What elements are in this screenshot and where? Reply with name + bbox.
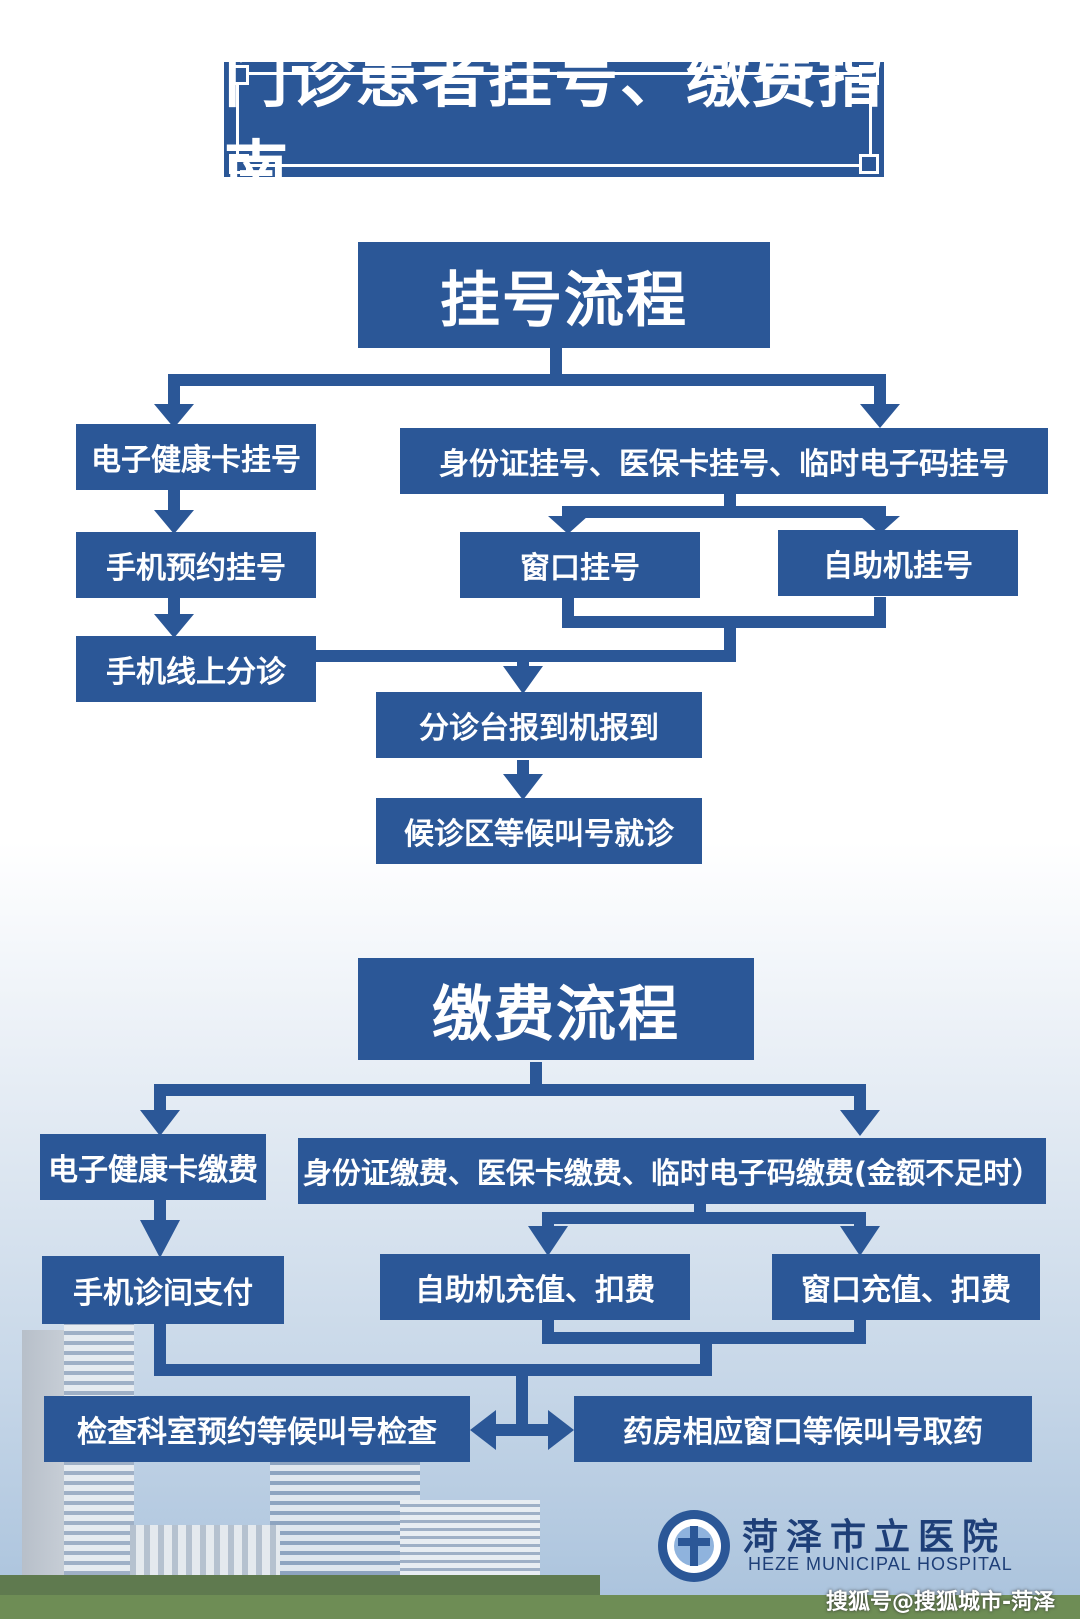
arrow-down-icon xyxy=(154,614,194,638)
arrow-down-icon xyxy=(860,516,900,534)
step-exam-department: 检查科室预约等候叫号检查 xyxy=(44,1396,470,1462)
step-online-triage: 手机线上分诊 xyxy=(76,636,316,702)
step-window-payment: 窗口充值、扣费 xyxy=(772,1254,1040,1320)
step-pharmacy: 药房相应窗口等候叫号取药 xyxy=(574,1396,1032,1462)
arrow-down-icon xyxy=(840,1226,880,1256)
step-ehealth-card-registration: 电子健康卡挂号 xyxy=(76,424,316,490)
step-kiosk-registration: 自助机挂号 xyxy=(778,530,1018,596)
step-window-registration: 窗口挂号 xyxy=(460,532,700,598)
title-frame-border xyxy=(229,65,879,174)
arrow-down-icon xyxy=(140,1220,180,1258)
step-kiosk-payment: 自助机充值、扣费 xyxy=(380,1254,690,1320)
hospital-logo-icon xyxy=(658,1510,730,1582)
step-mobile-payment: 手机诊间支付 xyxy=(42,1256,284,1324)
title-corner-ornament xyxy=(859,65,879,85)
registration-heading: 挂号流程 xyxy=(358,242,770,348)
step-ehealth-card-payment: 电子健康卡缴费 xyxy=(40,1134,266,1200)
arrow-down-icon xyxy=(503,774,543,800)
title-corner-ornament xyxy=(229,65,249,85)
arrow-left-icon xyxy=(470,1410,496,1450)
payment-heading: 缴费流程 xyxy=(358,958,754,1060)
hospital-name-english: HEZE MUNICIPAL HOSPITAL xyxy=(748,1554,1013,1574)
title-corner-ornament xyxy=(229,154,249,174)
arrow-down-icon xyxy=(528,1226,568,1256)
title-corner-ornament xyxy=(859,154,879,174)
hospital-name: 菏泽市立医院 xyxy=(742,1516,1007,1558)
arrow-down-icon xyxy=(503,666,543,694)
arrow-down-icon xyxy=(840,1110,880,1136)
step-id-card-registration: 身份证挂号、医保卡挂号、临时电子码挂号 xyxy=(400,428,1048,494)
arrow-down-icon xyxy=(154,404,194,428)
step-waiting-area: 候诊区等候叫号就诊 xyxy=(376,798,702,864)
step-id-card-payment: 身份证缴费、医保卡缴费、临时电子码缴费(金额不足时） xyxy=(298,1138,1046,1204)
step-mobile-booking: 手机预约挂号 xyxy=(76,532,316,598)
arrow-right-icon xyxy=(548,1410,574,1450)
source-watermark: 搜狐号@搜狐城市-菏泽 xyxy=(826,1590,1056,1615)
arrow-down-icon xyxy=(548,516,588,534)
arrow-down-icon xyxy=(860,404,900,428)
arrow-down-icon xyxy=(140,1110,180,1136)
step-triage-checkin: 分诊台报到机报到 xyxy=(376,692,702,758)
arrow-down-icon xyxy=(154,510,194,534)
